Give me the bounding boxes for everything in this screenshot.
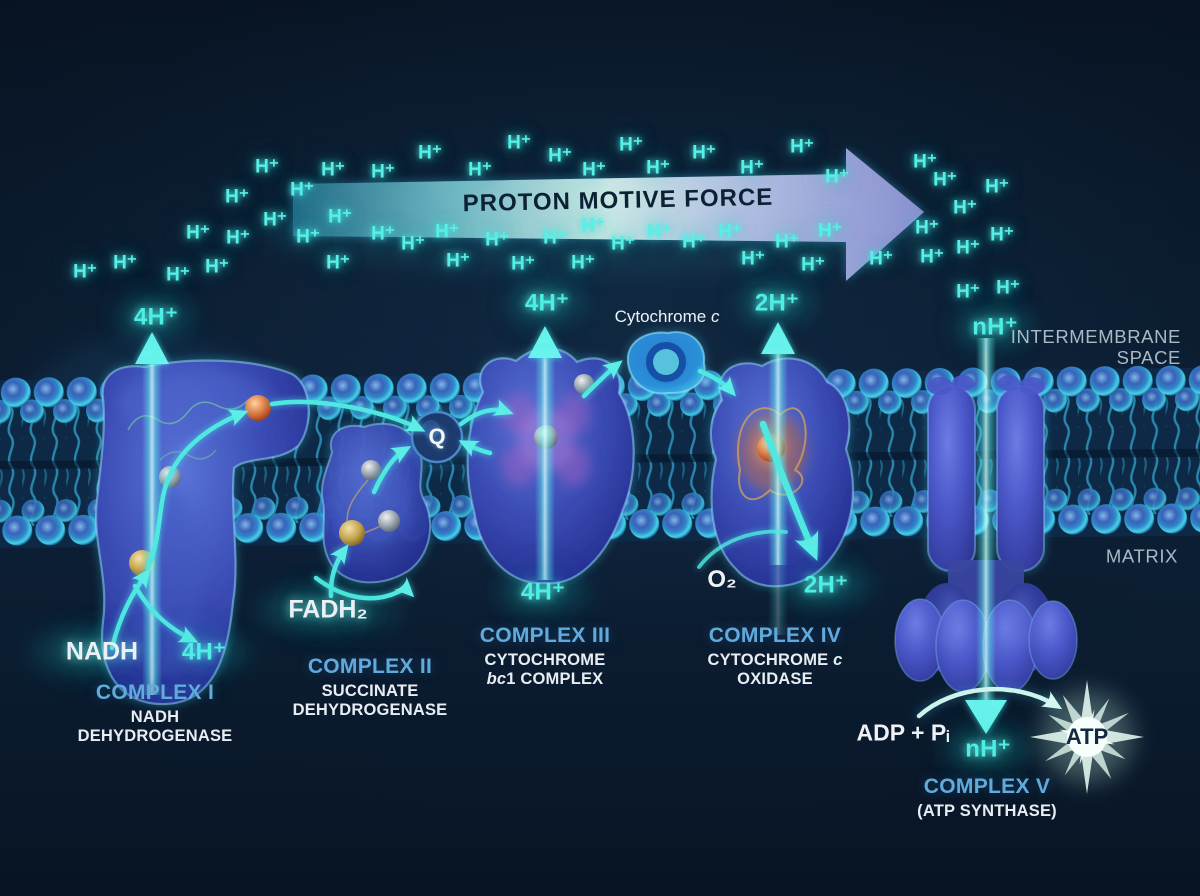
nadh-label: NADH [65,637,139,666]
iron-cofactor-sphere [245,395,271,421]
adp-to-atp-arrow [916,687,1063,719]
atp-label: ATP [1065,724,1109,749]
ubiquinone-label: Q [428,424,446,449]
matrix-label: MATRIX [1105,545,1178,567]
fes-cluster-sphere [378,510,400,532]
complex-iv-label: COMPLEX IV CYTOCHROME c OXIDASE [707,624,843,688]
cytochrome-c-label: Cytochrome c [614,307,720,326]
complex-ii-label: COMPLEX II SUCCINATE DEHYDROGENASE [292,655,448,719]
o2-label: O₂ [707,566,737,593]
fes-cluster-sphere [361,460,381,480]
electron-flow-arrows [109,360,819,651]
atp-starburst [1020,670,1154,804]
complex-i-label: COMPLEX I NADH DEHYDROGENASE [77,681,233,745]
complex-v-label: COMPLEX V (ATP SYNTHASE) [917,775,1057,820]
fad-cofactor-sphere [339,520,365,546]
intermembrane-space-label: INTERMEMBRANE SPACE [1010,326,1181,368]
fadh2-label: FADH₂ [288,595,368,624]
adp-pi-label: ADP + Pᵢ [856,719,950,746]
cytochrome-c-shape [626,331,706,395]
complex-iii-label: COMPLEX III CYTOCHROME bc1 COMPLEX [479,624,611,688]
proton-motive-force-arrow [293,148,924,281]
